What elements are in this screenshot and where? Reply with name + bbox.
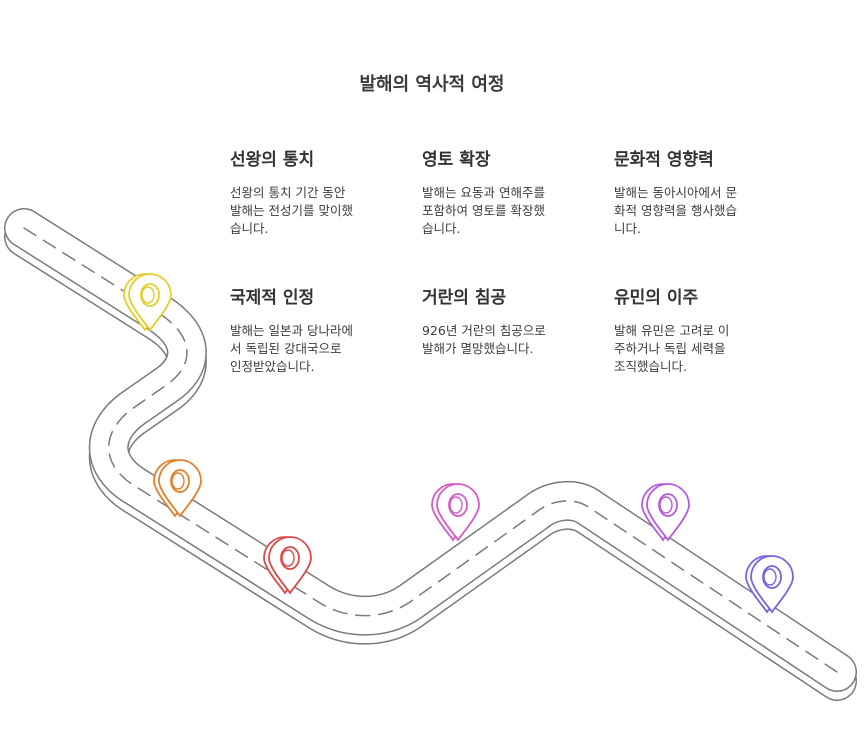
location-pin-icon	[123, 273, 172, 332]
milestone-title: 영토 확장	[422, 150, 491, 170]
milestone-description: 선왕의 통치 기간 동안 발해는 전성기를 맞이했 습니다.	[230, 185, 353, 236]
milestone-card-6: 유민의 이주 발해 유민은 고려로 이 주하거나 독립 세력을 조직했습니다.	[614, 283, 764, 376]
milestone-description: 발해는 일본과 당나라에 서 독립된 강대국으로 인정받았습니다.	[230, 323, 353, 374]
milestone-description: 발해 유민은 고려로 이 주하거나 독립 세력을 조직했습니다.	[614, 323, 730, 374]
milestone-title: 거란의 침공	[422, 288, 507, 308]
milestone-card-1: 선왕의 통치 선왕의 통치 기간 동안 발해는 전성기를 맞이했 습니다.	[230, 145, 380, 238]
milestone-title: 국제적 인정	[230, 288, 315, 308]
milestone-description: 926년 거란의 침공으로 발해가 멸망했습니다.	[422, 323, 546, 356]
road-center-line	[23, 227, 838, 673]
location-pin-icon	[153, 459, 202, 518]
location-pin-icon	[431, 483, 480, 542]
milestone-title: 선왕의 통치	[230, 150, 315, 170]
milestone-card-2: 영토 확장 발해는 요동과 연해주를 포함하여 영토를 확장했 습니다.	[422, 145, 572, 238]
milestone-card-3: 문화적 영향력 발해는 동아시아에서 문 화적 영향력을 행사했습 니다.	[614, 145, 764, 238]
milestone-card-5: 거란의 침공 926년 거란의 침공으로 발해가 멸망했습니다.	[422, 283, 572, 358]
milestone-card-4: 국제적 인정 발해는 일본과 당나라에 서 독립된 강대국으로 인정받았습니다.	[230, 283, 380, 376]
milestone-description: 발해는 동아시아에서 문 화적 영향력을 행사했습 니다.	[614, 185, 737, 236]
page-title: 발해의 역사적 여정	[359, 74, 505, 95]
location-pin-icon	[745, 555, 794, 614]
milestone-description: 발해는 요동과 연해주를 포함하여 영토를 확장했 습니다.	[422, 185, 545, 236]
milestone-title: 문화적 영향력	[614, 150, 714, 170]
milestone-pins	[123, 273, 794, 614]
location-pin-icon	[641, 483, 690, 542]
location-pin-icon	[263, 536, 312, 595]
milestone-title: 유민의 이주	[614, 288, 699, 308]
